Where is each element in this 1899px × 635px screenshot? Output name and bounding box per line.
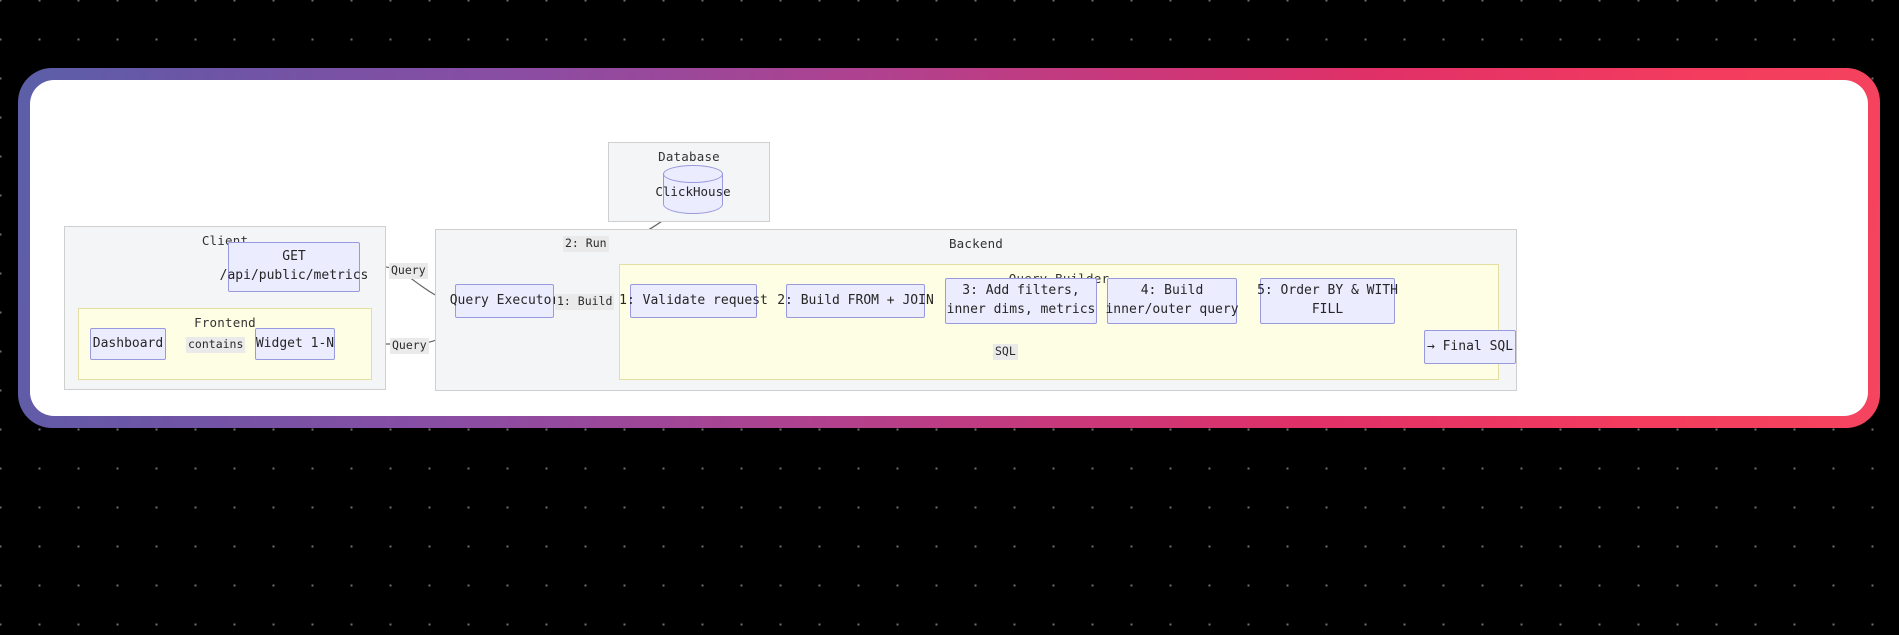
node-get-metrics-line2: /api/public/metrics <box>219 268 369 283</box>
node-dashboard-label: Dashboard <box>92 335 164 351</box>
node-step3-line1: 3: Add filters, <box>962 283 1080 299</box>
node-get-metrics[interactable]: GET /api/public/metrics <box>220 242 368 292</box>
node-step3-line2: inner dims, metrics <box>946 302 1096 317</box>
cylinder-top <box>663 165 723 183</box>
node-step2-label: 2: Build FROM + JOIN <box>777 292 934 308</box>
node-step2[interactable]: 2: Build FROM + JOIN <box>777 284 934 318</box>
node-clickhouse-label: ClickHouse <box>655 184 731 199</box>
edge-label-sql: SQL <box>993 344 1018 360</box>
diagram-canvas: Database ClickHouse Client GET /api/publ… <box>30 80 1868 416</box>
node-final-sql[interactable]: → Final SQL <box>1424 330 1516 364</box>
edge-label-query-widget: Query <box>390 338 429 354</box>
edge-label-2-run: 2: Run <box>563 236 609 252</box>
gradient-frame: Database ClickHouse Client GET /api/publ… <box>18 68 1880 428</box>
node-step5-line1: 5: Order BY & WITH <box>1257 283 1398 299</box>
node-clickhouse[interactable]: ClickHouse <box>655 165 731 221</box>
node-step5-line2: FILL <box>1311 302 1344 317</box>
node-query-executor[interactable]: Query Executor <box>450 284 559 318</box>
node-step4-line1: 4: Build <box>1140 283 1204 299</box>
edge-label-1-build: 1: Build <box>555 294 615 310</box>
node-widget[interactable]: Widget 1-N <box>255 328 335 360</box>
node-step4[interactable]: 4: Build inner/outer query <box>1105 278 1239 324</box>
node-query-executor-label: Query Executor <box>449 292 560 308</box>
cluster-frontend-label: Frontend <box>194 315 256 330</box>
node-step5[interactable]: 5: Order BY & WITH FILL <box>1257 278 1398 324</box>
node-dashboard[interactable]: Dashboard <box>90 328 166 360</box>
edge-label-query-api: Query <box>389 263 428 279</box>
node-step1[interactable]: 1: Validate request <box>619 284 768 318</box>
edge-label-contains: contains <box>186 337 246 353</box>
node-step1-label: 1: Validate request <box>619 292 768 308</box>
cluster-database-label: Database <box>658 149 720 164</box>
node-step3[interactable]: 3: Add filters, inner dims, metrics <box>945 278 1097 324</box>
cluster-backend-label: Backend <box>948 236 1004 251</box>
node-get-metrics-line1: GET <box>282 249 306 265</box>
node-step4-line2: inner/outer query <box>1105 302 1239 317</box>
node-widget-label: Widget 1-N <box>255 335 335 351</box>
node-final-sql-label: → Final SQL <box>1426 338 1514 354</box>
